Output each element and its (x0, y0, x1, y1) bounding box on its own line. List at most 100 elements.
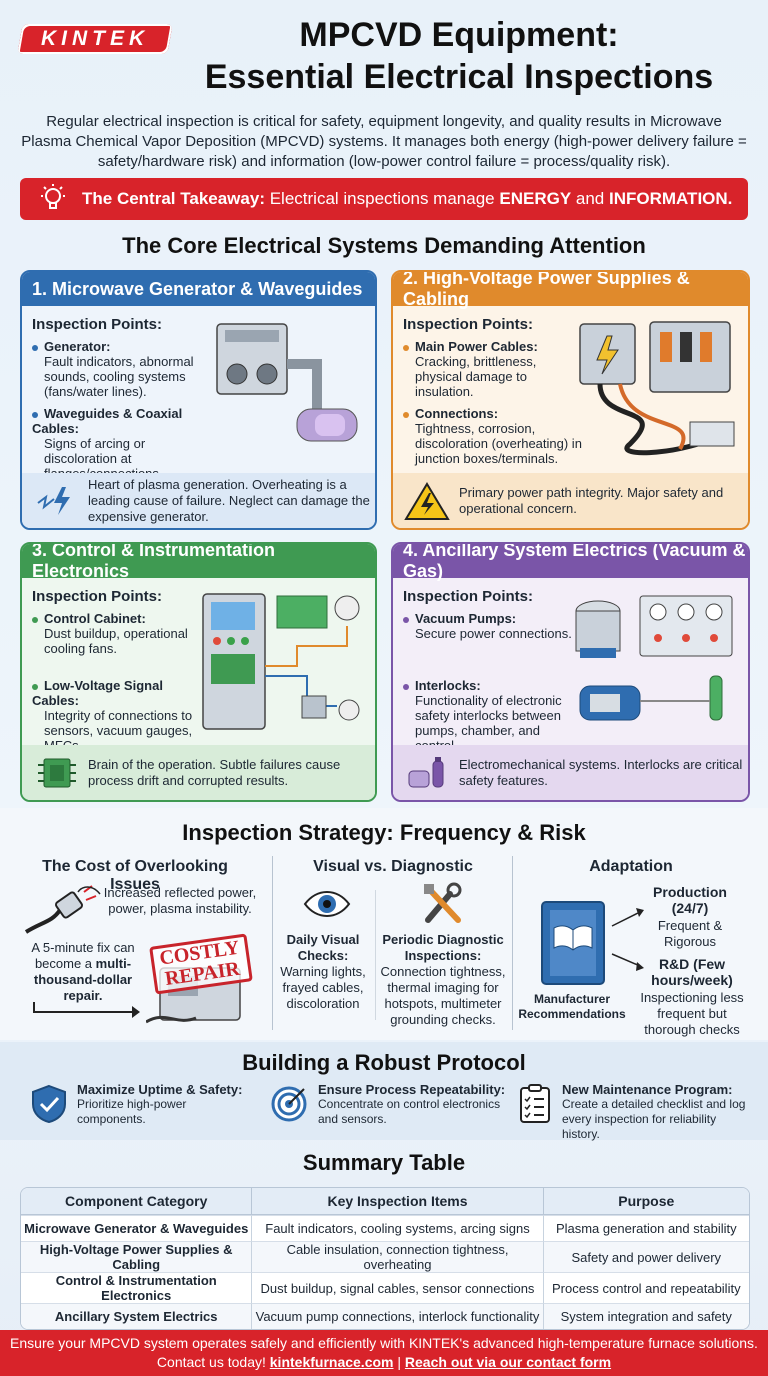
high-voltage-warning-icon (404, 481, 450, 520)
summary-title: Summary Table (302, 1150, 466, 1175)
title-line-2: Essential Electrical Inspections (204, 58, 714, 96)
manufacturer-recommendations-label: Manufacturer Recommendations (518, 992, 626, 1021)
production-desc: Frequent & Rigorous (657, 918, 723, 949)
daily-checks-title: Daily Visual Checks: (286, 932, 360, 963)
protocol-item-repeatability: Ensure Process Repeatability:Concentrate… (318, 1082, 506, 1126)
chip-icon (38, 758, 76, 787)
periodic-inspections-title: Periodic Diagnostic Inspections: (382, 932, 504, 963)
footer-contact-text: Contact us today! (156, 1354, 266, 1370)
cost-fix-text: A 5-minute fix can become a multi-thousa… (31, 940, 135, 1003)
table-header: Key Inspection Items (252, 1188, 544, 1215)
target-icon (271, 1086, 307, 1122)
table-header: Component Category (21, 1188, 253, 1215)
vacuum-gas-illustration (575, 595, 733, 721)
inner-divider (375, 890, 376, 1020)
card-title: 3. Control & Instrumentation Electronics (22, 544, 375, 581)
shield-check-icon (32, 1084, 66, 1124)
daily-checks-desc: Warning lights, frayed cables, discolora… (280, 964, 366, 1011)
table-cell: Microwave Generator & Waveguides (21, 1215, 253, 1241)
contact-form-link[interactable]: Reach out via our contact form (404, 1354, 612, 1370)
table-cell: Cable insulation, connection tightness, … (252, 1241, 544, 1272)
table-cell: System integration and safety (543, 1303, 749, 1329)
footer-line-1: Ensure your MPCVD system operates safely… (10, 1335, 758, 1351)
microwave-generator-illustration (216, 323, 358, 442)
takeaway-text: Electrical inspections manage (269, 189, 495, 208)
manual-book-icon (541, 901, 605, 985)
lightning-bolt-icon (37, 486, 70, 515)
card-footer-text: Heart of plasma generation. Overheating … (88, 476, 370, 524)
protocol-item-uptime: Maximize Uptime & Safety:Prioritize high… (77, 1082, 243, 1126)
table-row: Ancillary System Electrics Vacuum pump c… (21, 1303, 749, 1329)
inspection-point: Waveguides & Coaxial Cables: Signs of ar… (32, 406, 183, 481)
card-title: 2. High-Voltage Power Supplies & Cabling (393, 272, 748, 309)
card-footer-text: Brain of the operation. Subtle failures … (88, 756, 341, 788)
table-header-row: Component Category Key Inspection Items … (21, 1188, 749, 1215)
inspection-point: Main Power Cables: Cracking, brittleness… (403, 339, 583, 399)
strategy-section-bg (0, 808, 768, 1040)
eye-icon (303, 891, 351, 917)
costly-repair-stamp: COSTLY REPAIR (146, 933, 254, 1030)
website-link[interactable]: kintekfurnace.com (269, 1354, 394, 1370)
rd-title: R&D (Few hours/week) (651, 956, 733, 988)
inspection-point: Interlocks: Functionality of electronic … (403, 678, 583, 753)
protocol-title: Building a Robust Protocol (242, 1050, 526, 1075)
core-systems-title: The Core Electrical Systems Demanding At… (122, 233, 646, 258)
inspection-point: Vacuum Pumps: Secure power connections. (403, 611, 583, 641)
power-cabling-illustration (579, 321, 735, 456)
protocol-section-bg (0, 1042, 768, 1140)
card-footer: Brain of the operation. Subtle failures … (22, 745, 375, 800)
card-footer: Primary power path integrity. Major safe… (393, 473, 748, 528)
production-title: Production (24/7) (653, 884, 727, 916)
column-divider (512, 856, 513, 1030)
inspection-point: Low-Voltage Signal Cables: Integrity of … (32, 678, 193, 753)
logo-text: KINTEK (40, 27, 150, 50)
takeaway-energy: ENERGY (499, 189, 572, 208)
table-cell: Safety and power delivery (543, 1241, 749, 1272)
branch-arrows-icon (611, 908, 644, 971)
inspection-points-title: Inspection Points: (32, 316, 163, 333)
cost-heading: The Cost of Overlooking Issues (42, 858, 228, 893)
cost-risk-text: Increased reflected power, power, plasma… (103, 885, 257, 916)
card-control-electronics: 3. Control & Instrumentation Electronics… (20, 542, 377, 802)
card-microwave-generator: 1. Microwave Generator & Waveguides Insp… (20, 270, 377, 530)
title-line-1: MPCVD Equipment: (299, 16, 619, 54)
footer-separator: | (397, 1354, 402, 1370)
adaptation-heading: Adaptation (589, 858, 673, 875)
card-title: 4. Ancillary System Electrics (Vacuum & … (393, 544, 748, 581)
periodic-inspections-desc: Connection tightness, thermal imaging fo… (380, 964, 506, 1027)
table-cell: Plasma generation and stability (543, 1215, 749, 1241)
card-footer-text: Primary power path integrity. Major safe… (459, 484, 724, 516)
inspection-points-title: Inspection Points: (403, 588, 534, 605)
footer-contact-line: Contact us today! kintekfurnace.com | Re… (0, 1353, 768, 1372)
card-ancillary-systems: 4. Ancillary System Electrics (Vacuum & … (391, 542, 750, 802)
table-cell: Process control and repeatability (543, 1272, 749, 1303)
table-header: Purpose (543, 1188, 749, 1215)
takeaway-and: and (575, 189, 605, 208)
inspection-point: Generator: Fault indicators, abnormal so… (32, 339, 212, 399)
table-cell: Dust buildup, signal cables, sensor conn… (252, 1272, 544, 1303)
footer-banner: Ensure your MPCVD system operates safely… (0, 1330, 768, 1376)
tools-icon (424, 882, 462, 923)
inspection-points-title: Inspection Points: (32, 588, 163, 605)
table-row: Control & Instrumentation Electronics Du… (21, 1272, 749, 1303)
page-title: MPCVD Equipment: Essential Electrical In… (160, 14, 758, 98)
card-high-voltage-power: 2. High-Voltage Power Supplies & Cabling… (391, 270, 750, 530)
table-row: Microwave Generator & Waveguides Fault i… (21, 1215, 749, 1241)
card-footer: Heart of plasma generation. Overheating … (22, 473, 375, 528)
table-cell: Fault indicators, cooling systems, arcin… (252, 1215, 544, 1241)
inspection-point: Connections: Tightness, corrosion, disco… (403, 406, 583, 466)
strategy-title: Inspection Strategy: Frequency & Risk (182, 820, 586, 845)
kintek-logo[interactable]: KINTEK (17, 24, 173, 54)
protocol-item-maintenance: New Maintenance Program:Create a detaile… (562, 1082, 746, 1141)
takeaway-label: The Central Takeaway: (82, 189, 265, 208)
rd-desc: Inspectioning less frequent but thorough… (640, 990, 744, 1037)
card-footer: Electromechanical systems. Interlocks ar… (393, 745, 748, 800)
plug-icon (24, 885, 101, 934)
card-title: 1. Microwave Generator & Waveguides (22, 272, 375, 306)
card-footer-text: Electromechanical systems. Interlocks ar… (459, 756, 743, 788)
summary-table: Component Category Key Inspection Items … (20, 1187, 750, 1330)
arrow-icon (33, 1002, 140, 1018)
table-cell: High-Voltage Power Supplies & Cabling (21, 1241, 253, 1272)
control-cabinet-illustration (202, 593, 360, 730)
takeaway-information: INFORMATION. (609, 189, 733, 208)
